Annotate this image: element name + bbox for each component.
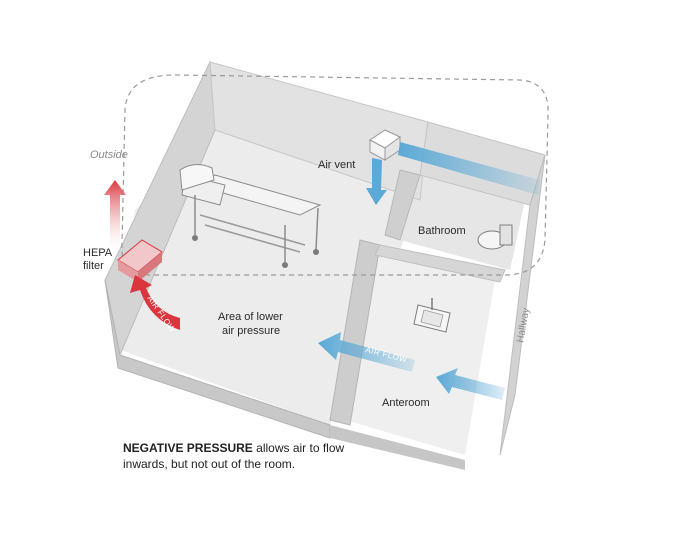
bathroom-partition-wall	[384, 169, 421, 241]
air-vent-label: Air vent	[318, 159, 355, 171]
anteroom-floor	[345, 250, 495, 455]
exhaust-arrow	[104, 180, 126, 250]
anteroom-bathroom-wall	[374, 244, 506, 283]
outside-label: Outside	[90, 149, 128, 161]
hallway-air-flow-arrow	[436, 368, 505, 400]
sink	[413, 298, 451, 333]
hepa-filter-label-line2: filter	[83, 260, 104, 272]
air-flow-arrow-red	[130, 275, 180, 330]
hepa-filter-label-line1: HEPA	[83, 247, 113, 259]
caption-rest: allows air to flow inwards, but not out …	[123, 441, 345, 471]
caption: NEGATIVE PRESSURE allows air to flow inw…	[123, 440, 383, 472]
vent-down-arrow	[366, 158, 387, 205]
air-vent-unit	[369, 129, 401, 161]
anteroom-front-wall	[330, 425, 465, 470]
bathroom-label: Bathroom	[418, 225, 466, 237]
hepa-filter-unit	[117, 239, 163, 282]
vent-duct-flow	[398, 142, 540, 195]
anteroom-divider-wall	[329, 239, 381, 426]
hospital-bed	[179, 164, 322, 268]
air-flow-arrow-blue	[318, 332, 415, 372]
isolation-zone-outline	[121, 74, 549, 276]
toilet	[477, 224, 513, 250]
area-lower-pressure-line2: air pressure	[222, 325, 280, 337]
caption-bold: NEGATIVE PRESSURE	[123, 441, 253, 455]
anteroom-label: Anteroom	[382, 397, 430, 409]
area-lower-pressure-line1: Area of lower	[218, 311, 283, 323]
